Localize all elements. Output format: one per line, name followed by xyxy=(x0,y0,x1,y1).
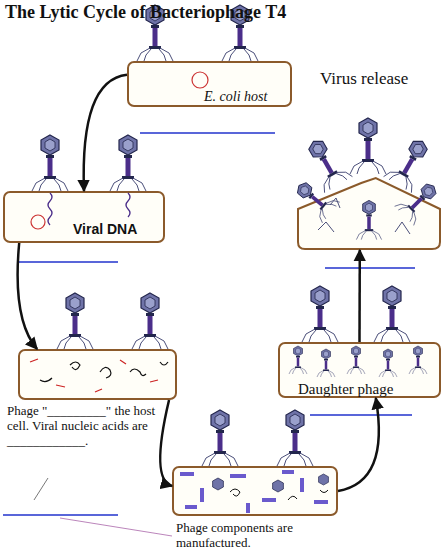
leader-line xyxy=(60,518,172,536)
phage xyxy=(202,410,238,466)
phage xyxy=(110,135,146,191)
cell-wall xyxy=(298,178,440,249)
cycle-arrow xyxy=(18,243,37,349)
released-phage xyxy=(350,118,386,174)
node-label: Phage "_________" the host cell. Viral n… xyxy=(7,404,157,449)
cycle-arrow xyxy=(84,75,127,191)
released-phage xyxy=(384,133,437,192)
cycle-arrow xyxy=(160,400,172,486)
cycle-arrow xyxy=(358,250,361,342)
host-cell: Phage components are manufactured. xyxy=(172,466,338,516)
diagram-title: The Lytic Cycle of Bacteriophage T4 xyxy=(5,2,286,23)
node-label: Virus release xyxy=(320,69,444,89)
node-label: Daughter phage xyxy=(298,381,438,398)
node-label: E. coli host xyxy=(204,89,292,105)
lysing-cell-outline xyxy=(296,175,441,250)
host-cell: Phage "_________" the host cell. Viral n… xyxy=(18,349,177,400)
host-cell: Daughter phage xyxy=(278,342,441,398)
phage xyxy=(277,410,313,466)
phage xyxy=(132,293,168,349)
node-label: Phage components are manufactured. xyxy=(176,521,336,551)
host-cell: Viral DNA xyxy=(3,191,165,243)
phage xyxy=(57,293,93,349)
released-phage xyxy=(300,133,353,192)
cycle-arrow xyxy=(338,398,379,491)
phage xyxy=(374,286,410,342)
node-label: Viral DNA xyxy=(73,221,163,237)
lysing-cell: Virus release xyxy=(296,175,441,250)
phage xyxy=(32,135,68,191)
leader-line xyxy=(34,478,48,500)
phage xyxy=(302,286,338,342)
host-cell: E. coli host xyxy=(127,61,292,107)
